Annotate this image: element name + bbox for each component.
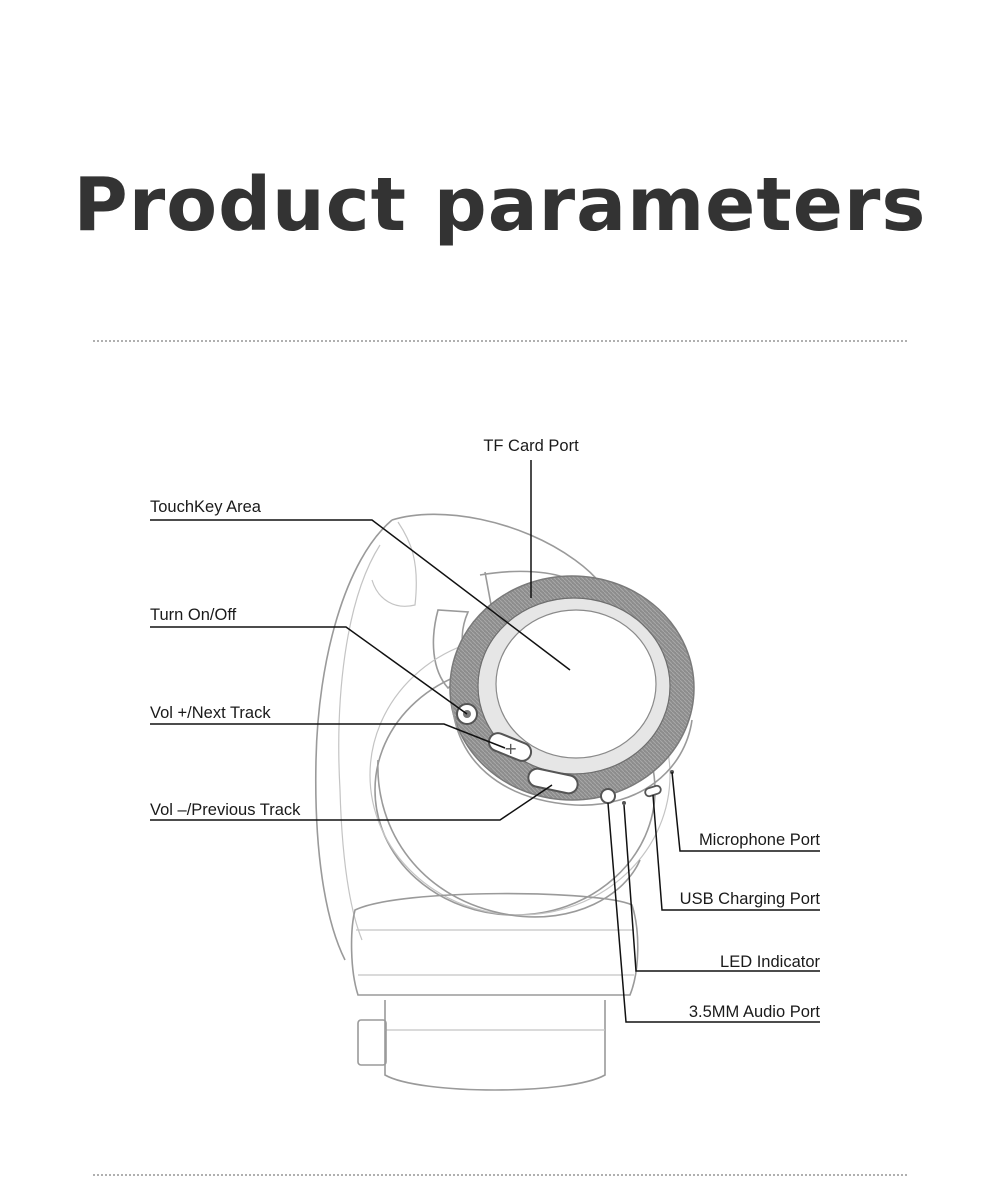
vol-up-button xyxy=(487,732,533,762)
label-microphone-port: Microphone Port xyxy=(699,831,820,849)
touchkey-plate xyxy=(495,609,657,759)
ear-cushion xyxy=(350,892,639,996)
leader-microphone xyxy=(671,771,820,852)
top-dotted-divider xyxy=(93,340,907,342)
label-touchkey-area: TouchKey Area xyxy=(150,498,262,516)
leader-led xyxy=(623,804,820,972)
label-audio-port: 3.5MM Audio Port xyxy=(689,1003,821,1021)
bottom-dotted-divider xyxy=(93,1174,907,1176)
base-clip xyxy=(357,1019,387,1066)
hinge-arm xyxy=(432,609,472,690)
audio-port xyxy=(600,788,616,804)
ear-cup-base xyxy=(384,1000,606,1091)
leader-usb xyxy=(652,794,820,911)
vol-up-symbol: + xyxy=(504,739,517,758)
page-title: Product parameters xyxy=(73,162,927,248)
callout-labels: TF Card Port TouchKey Area Turn On/Off V… xyxy=(150,437,821,1021)
headband-fold xyxy=(371,521,417,607)
leader-vol-up xyxy=(150,723,506,749)
leader-audio xyxy=(607,802,820,1023)
label-vol-up-next: Vol +/Next Track xyxy=(150,704,271,722)
headband-inner xyxy=(338,544,381,941)
ring-side-edge xyxy=(451,699,693,806)
label-usb-charging-port: USB Charging Port xyxy=(680,890,821,908)
leader-touchkey xyxy=(150,519,571,671)
label-vol-down-prev: Vol –/Previous Track xyxy=(150,801,301,819)
leader-vol-down xyxy=(150,784,553,821)
headband-outer xyxy=(314,519,393,961)
leader-lines xyxy=(150,460,820,1023)
label-turn-on-off: Turn On/Off xyxy=(150,606,237,624)
label-tf-card-port: TF Card Port xyxy=(483,437,579,455)
label-led-indicator: LED Indicator xyxy=(720,953,820,971)
vol-down-button xyxy=(527,767,579,795)
led-indicator xyxy=(622,801,626,805)
leader-turn-on-off xyxy=(150,626,468,715)
usb-port xyxy=(644,784,662,798)
headphone-illustration: + xyxy=(314,513,695,1091)
ear-cup-lower-edge xyxy=(377,759,641,918)
